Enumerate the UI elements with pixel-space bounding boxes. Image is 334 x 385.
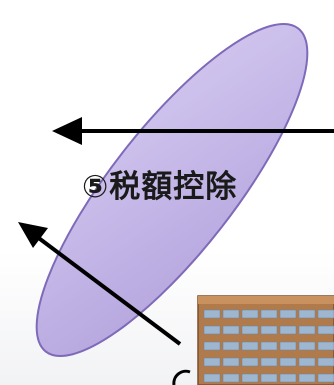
arrow-left-horizontal [52,117,334,145]
step-label-tax-credit: ⑤税額控除 [82,169,238,205]
arrow-up-left-diagonal [18,222,182,346]
partial-circle-mark [172,369,191,385]
building-icon [197,295,334,385]
